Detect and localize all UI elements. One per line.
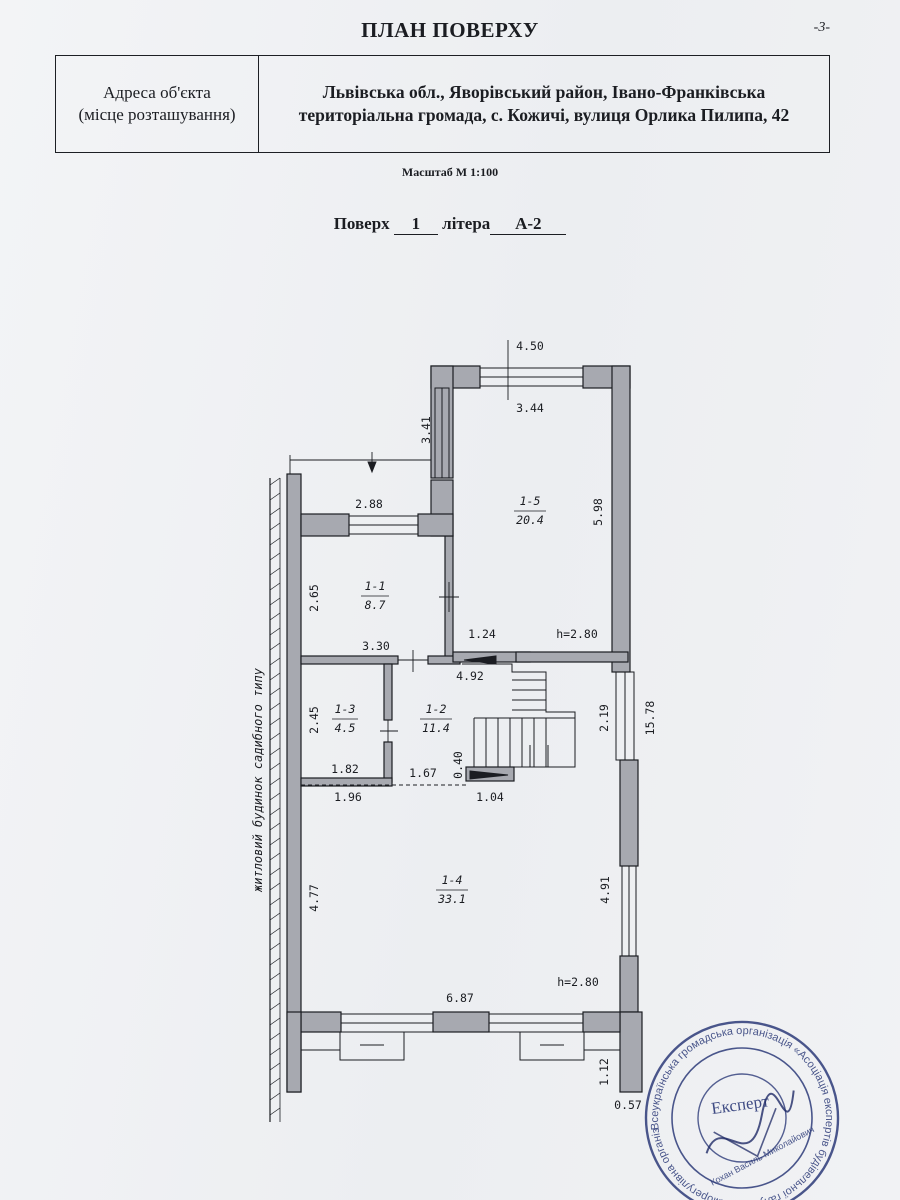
address-value-line2: територіальна громада, с. Кожичі, вулиця… <box>298 105 790 125</box>
dim-room14-left-top: 1.96 <box>334 790 362 804</box>
address-label-cell: Адреса об'єкта (місце розташування) <box>56 56 259 152</box>
dim-room15-width: 3.44 <box>516 401 544 415</box>
room-id: 1-4 <box>442 873 463 887</box>
dim-door-040: 0.40 <box>451 751 465 779</box>
height-lower: h=2.80 <box>557 975 599 989</box>
dim-room15-height: 5.98 <box>591 498 605 526</box>
room-area: 11.4 <box>422 721 450 735</box>
floor-prefix: Поверх <box>333 214 390 233</box>
dim-top-width: 4.50 <box>516 339 544 353</box>
side-label: житловий будинок садибного типу <box>251 667 265 893</box>
room-area: 8.7 <box>365 598 386 612</box>
room-1-5: 1-5 20.4 <box>514 494 546 527</box>
room-id: 1-5 <box>520 494 541 508</box>
door-lines <box>289 340 509 786</box>
dim-room11-height: 2.65 <box>307 584 321 612</box>
room-id: 1-3 <box>335 702 356 716</box>
dim-room14-mid-top: 1.04 <box>476 790 504 804</box>
expert-stamp: Всеукраїнська громадська організація «Ас… <box>637 1013 847 1200</box>
dim-small-vert: 3.41 <box>419 416 433 444</box>
page-number: -3- <box>813 20 830 35</box>
room-1-1: 1-1 8.7 <box>361 579 389 612</box>
address-value-cell: Львівська обл., Яворівський район, Івано… <box>259 56 829 152</box>
room-id: 1-2 <box>426 702 447 716</box>
page-title: ПЛАН ПОВЕРХУ <box>361 18 539 42</box>
address-value-line1: Львівська обл., Яворівський район, Івано… <box>322 82 766 102</box>
dim-stair-top: 1.24 <box>468 627 496 641</box>
floor-letter-prefix: літера <box>442 214 491 233</box>
floor-number: 1 <box>393 214 438 235</box>
address-label-line1: Адреса об'єкта <box>103 83 211 102</box>
floor-letter: А-2 <box>490 214 567 235</box>
dim-stair-width: 4.92 <box>456 669 484 683</box>
porch <box>300 1031 621 1092</box>
room-area: 4.5 <box>335 721 356 735</box>
room-1-2: 1-2 11.4 <box>420 702 452 735</box>
windows <box>340 367 637 1033</box>
room-area: 33.1 <box>437 892 466 906</box>
dim-room14-height-right: 4.91 <box>598 876 612 904</box>
dim-room13-height: 2.45 <box>307 706 321 734</box>
address-table: Адреса об'єкта (місце розташування) Льві… <box>55 55 830 153</box>
room-1-4: 1-4 33.1 <box>436 873 468 906</box>
dim-stair-side: 2.19 <box>597 704 611 732</box>
scale-label: Масштаб М 1:100 <box>401 165 499 179</box>
neighbour-strip <box>269 477 281 1122</box>
stairs <box>462 655 576 780</box>
dim-room13-width: 1.82 <box>331 762 359 776</box>
room-1-3: 1-3 4.5 <box>332 702 358 735</box>
room-area: 20.4 <box>516 513 544 527</box>
room-id: 1-1 <box>365 579 386 593</box>
dim-room14-height-left: 4.77 <box>307 884 321 912</box>
dim-bottom-right-vert: 1.12 <box>597 1058 611 1086</box>
dim-corridor-width: 1.67 <box>409 766 437 780</box>
dim-bottom-right: 0.57 <box>614 1098 642 1112</box>
dim-room11-width: 2.88 <box>355 497 383 511</box>
dim-total-height: 15.78 <box>643 701 657 736</box>
address-label-line2: (місце розташування) <box>78 105 236 124</box>
dim-room11-bottom: 3.30 <box>362 639 390 653</box>
dim-room14-width: 6.87 <box>446 991 474 1005</box>
height-upper: h=2.80 <box>556 627 598 641</box>
